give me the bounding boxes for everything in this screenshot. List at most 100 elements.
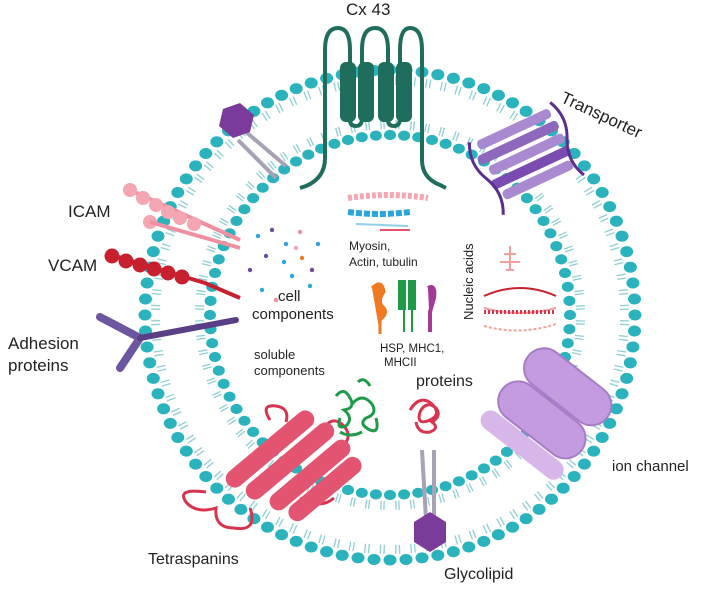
lipid-tail <box>479 477 485 487</box>
cell-component-dot <box>283 241 289 247</box>
lipid-tail <box>349 496 353 507</box>
lipid-tail <box>318 86 323 96</box>
lipid-tail <box>157 258 167 262</box>
lipid-tail <box>591 200 601 206</box>
lipid-tail <box>213 470 222 478</box>
connexin-helix <box>378 62 394 122</box>
lipid-tail <box>424 123 428 133</box>
lipid-head <box>626 341 640 353</box>
lipid-tail <box>157 368 167 372</box>
lipid-tail <box>264 510 271 520</box>
lipid-tail <box>472 91 477 101</box>
lipid-head <box>564 309 576 321</box>
lipid-tail <box>455 132 460 142</box>
lipid-tail <box>409 121 413 131</box>
lipid-tail <box>367 544 370 554</box>
lipid-head <box>247 513 261 525</box>
lipid-head <box>179 173 193 185</box>
lipid-tail <box>166 397 176 402</box>
lipid-tail <box>610 379 620 384</box>
lipid-head <box>146 372 160 384</box>
lipid-tail <box>206 377 216 382</box>
lipid-tail <box>441 127 446 137</box>
lipid-tail <box>545 483 553 492</box>
lipid-head <box>587 445 601 457</box>
lipid-tail <box>201 262 211 267</box>
lipid-head <box>628 309 642 321</box>
lipid-tail <box>333 82 337 92</box>
tetraspanin-protein <box>182 404 362 531</box>
lipid-tail <box>321 535 326 545</box>
lipid-tail <box>494 468 501 477</box>
lipid-tail <box>551 217 560 224</box>
lipid-tail <box>177 421 187 427</box>
lipid-head <box>615 230 629 242</box>
lipid-tail <box>278 102 284 112</box>
lipid-tail <box>154 353 164 357</box>
lipid-head <box>278 164 291 175</box>
connexin-helix <box>358 62 374 122</box>
lipid-head <box>328 138 341 149</box>
lipid-tail <box>202 366 212 371</box>
lipid-head <box>452 143 465 154</box>
lipid-tail <box>196 337 206 341</box>
lipid-tail <box>333 538 337 548</box>
cell-component-dot <box>309 267 315 273</box>
lipid-tail <box>533 493 541 502</box>
connexin-helix <box>396 62 412 122</box>
lipid-head <box>355 487 368 498</box>
lipid-tail <box>585 434 595 441</box>
lipid-head <box>491 529 505 541</box>
lipid-tail <box>160 246 170 251</box>
lipid-tail <box>468 90 474 100</box>
lipid-head <box>567 470 581 483</box>
lipid-tail <box>568 458 577 466</box>
lipid-tail <box>455 488 460 498</box>
cell-component-dot <box>281 259 287 265</box>
cell-component-dot <box>299 255 305 261</box>
lipid-head <box>550 241 563 252</box>
lipid-head <box>217 378 230 389</box>
lipid-tail <box>574 292 584 296</box>
lipid-head <box>261 521 274 533</box>
lipid-tail <box>160 379 170 384</box>
lipid-tail <box>534 192 543 200</box>
lipid-head <box>209 351 221 363</box>
lipid-tail <box>571 274 582 278</box>
lipid-tail <box>337 494 342 504</box>
lipid-head <box>199 470 213 483</box>
lipid-tail <box>509 110 516 120</box>
lipid-head <box>595 186 609 199</box>
lipid-tail <box>172 411 182 416</box>
cell-component-dot <box>263 253 269 259</box>
lipid-head <box>628 293 641 305</box>
lipid-tail <box>412 121 416 131</box>
lipid-tail <box>457 86 462 96</box>
lipid-tail <box>424 78 428 88</box>
lipid-head <box>304 541 318 553</box>
lipid-head <box>489 455 502 466</box>
lipid-head <box>609 215 623 227</box>
lipid-tail <box>289 523 294 533</box>
cell-component-dot <box>315 241 321 247</box>
lipid-tail <box>427 496 431 507</box>
lipid-tail <box>269 160 277 169</box>
lipid-tail <box>367 499 371 509</box>
lipid-tail <box>185 189 195 196</box>
lipid-head <box>626 277 640 289</box>
lipid-tail <box>256 172 264 180</box>
lipid-tail <box>213 231 222 237</box>
lipid-tail <box>468 483 474 492</box>
lipid-tail <box>536 491 544 499</box>
lipid-tail <box>486 523 491 533</box>
cell-component-dot <box>259 287 265 293</box>
lipid-tail <box>152 338 162 341</box>
lipid-tail <box>303 91 308 101</box>
lipid-head <box>628 325 641 337</box>
lipid-head <box>491 89 505 101</box>
lipid-head <box>532 503 546 515</box>
lipid-tail <box>292 96 298 105</box>
soluble-label-line2: components <box>254 363 325 378</box>
lipid-tail <box>610 246 620 251</box>
